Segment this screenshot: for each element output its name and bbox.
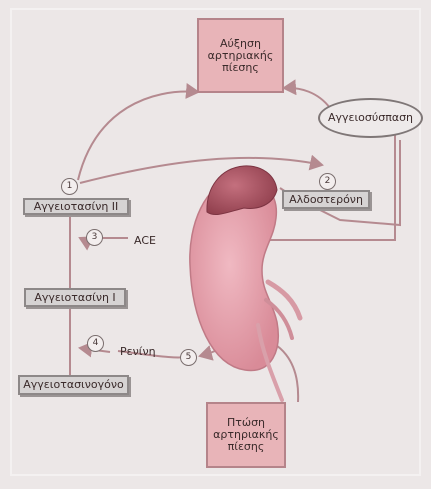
low-bp-label: Πτώση αρτηριακής πίεσης — [208, 417, 284, 453]
angiotensin-2-box: Αγγειοτασίνη ΙΙ — [23, 198, 129, 215]
arrow-vasoconstriction-to-highbp — [284, 88, 330, 108]
ace-label: ACE — [134, 234, 156, 247]
arrow-angiotensin2-to-highbp — [78, 92, 198, 180]
vasoconstriction-label: Αγγειοσύσπαση — [328, 112, 413, 124]
aldosterone-label: Αλδοστερόνη — [289, 194, 363, 206]
angiotensinogen-label: Αγγειοτασινογόνο — [23, 379, 124, 391]
angiotensin-2-label: Αγγειοτασίνη ΙΙ — [34, 201, 119, 213]
angiotensin-1-box: Αγγειοτασίνη Ι — [24, 288, 126, 307]
angiotensinogen-box: Αγγειοτασινογόνο — [18, 375, 129, 395]
low-bp-box: Πτώση αρτηριακής πίεσης — [206, 402, 286, 468]
step-2-marker: 2 — [319, 173, 336, 190]
arrow-aldosterone-to-highbp — [280, 140, 400, 225]
arrow-angiotensin2-to-aldosterone — [80, 158, 322, 183]
angiotensin-1-label: Αγγειοτασίνη Ι — [34, 292, 115, 304]
step-1-marker: 1 — [61, 178, 78, 195]
step-3-marker: 3 — [86, 229, 103, 246]
high-bp-label: Αύξηση αρτηριακής πίεσης — [199, 38, 282, 74]
high-bp-box: Αύξηση αρτηριακής πίεσης — [197, 18, 284, 93]
renin-label: Ρενίνη — [120, 345, 156, 358]
aldosterone-box: Αλδοστερόνη — [282, 190, 370, 209]
vasoconstriction-oval: Αγγειοσύσπαση — [318, 98, 423, 138]
step-5-marker: 5 — [180, 349, 197, 366]
step-4-marker: 4 — [87, 335, 104, 352]
